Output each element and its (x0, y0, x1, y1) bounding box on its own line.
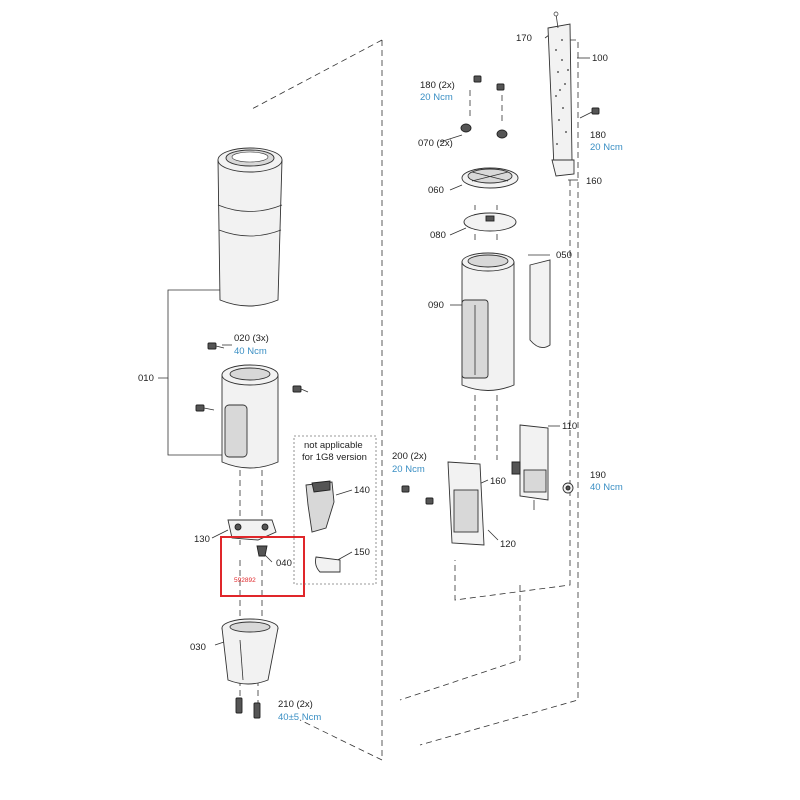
label-010: 010 (138, 373, 154, 384)
label-080: 080 (430, 230, 446, 241)
torque-200: 20 Ncm (392, 464, 425, 475)
label-110: 110 (562, 421, 577, 432)
screw-200 (401, 485, 434, 505)
label-050: 050 (556, 250, 572, 261)
label-120: 120 (500, 539, 516, 550)
leader-lines (158, 31, 590, 646)
screw-020 (195, 342, 309, 412)
label-100: 100 (592, 53, 608, 64)
label-150: 150 (354, 547, 370, 558)
torque-210: 40±5 Ncm (278, 712, 321, 723)
disc-080 (463, 212, 517, 232)
label-030: 030 (190, 642, 206, 653)
label-170: 170 (516, 33, 532, 44)
label-090: 090 (428, 300, 444, 311)
label-180b: 180 (590, 130, 606, 141)
torque-180b: 20 Ncm (590, 142, 623, 153)
label-210: 210 (2x) (278, 699, 313, 710)
label-200: 200 (2x) (392, 451, 427, 462)
label-180a: 180 (2x) (420, 80, 455, 91)
battery-holder-090 (461, 252, 515, 391)
plug-040 (256, 545, 268, 557)
board-120 (447, 461, 485, 546)
highlight-code: 592892 (234, 577, 256, 584)
housing-tube-010 (217, 147, 283, 307)
torque-020: 40 Ncm (234, 346, 267, 357)
connector-130 (227, 519, 277, 541)
lower-housing (221, 364, 279, 469)
label-190: 190 (590, 470, 606, 481)
screw-210 (235, 697, 261, 719)
grommet-070 (460, 123, 508, 139)
label-040: 040 (276, 558, 292, 569)
part-labels: 010 020 (3x) 40 Ncm 130 040 592892 030 2… (138, 33, 623, 723)
label-160-mid: 160 (490, 476, 506, 487)
label-130: 130 (194, 534, 210, 545)
highlight-box (220, 536, 305, 597)
bottom-cap-030 (221, 618, 279, 685)
optional-parts-area (293, 435, 377, 585)
label-020: 020 (3x) (234, 333, 269, 344)
label-140: 140 (354, 485, 370, 496)
label-160-top: 160 (586, 176, 602, 187)
label-060: 060 (428, 185, 444, 196)
label-sheet-050 (529, 259, 551, 349)
torque-180a: 20 Ncm (420, 92, 453, 103)
torque-190: 40 Ncm (590, 482, 623, 493)
label-070: 070 (2x) (418, 138, 453, 149)
dashed-guide-lines (239, 39, 579, 761)
screw-180 (473, 75, 600, 119)
disc-060 (461, 167, 519, 189)
board-110 (511, 424, 549, 510)
pcb-strip-100 (547, 11, 575, 177)
note-line-1: not applicable (304, 440, 363, 451)
screw-190 (562, 482, 574, 494)
note-line-2: for 1G8 version (302, 452, 367, 463)
